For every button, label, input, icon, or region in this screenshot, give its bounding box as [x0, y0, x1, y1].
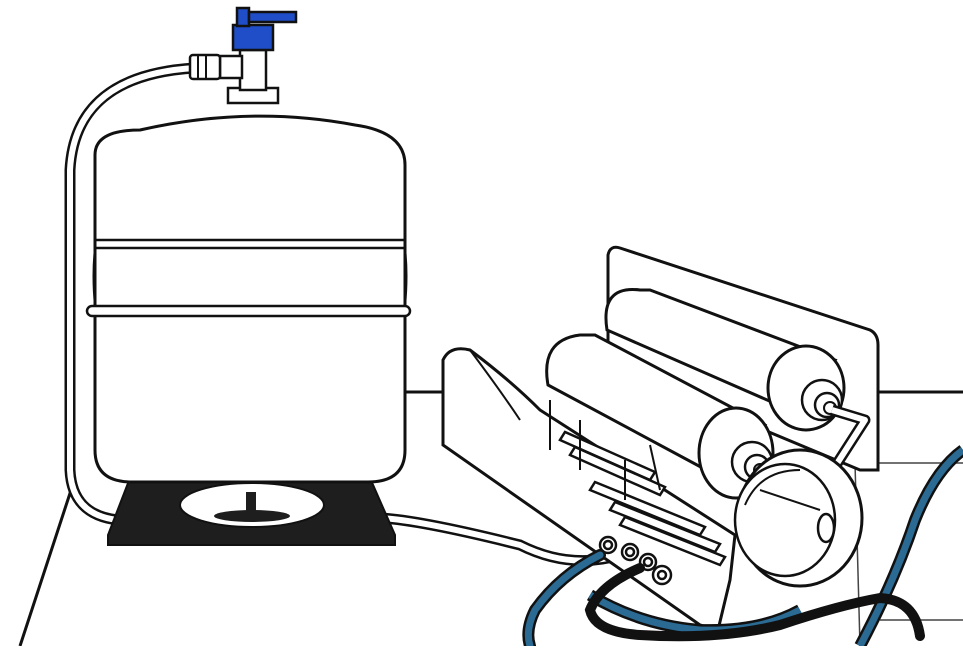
- filter-unit-icon: [443, 247, 878, 630]
- storage-tank-icon: [87, 116, 410, 482]
- tank-valve-icon: [190, 8, 296, 103]
- tank-stand: [108, 478, 395, 545]
